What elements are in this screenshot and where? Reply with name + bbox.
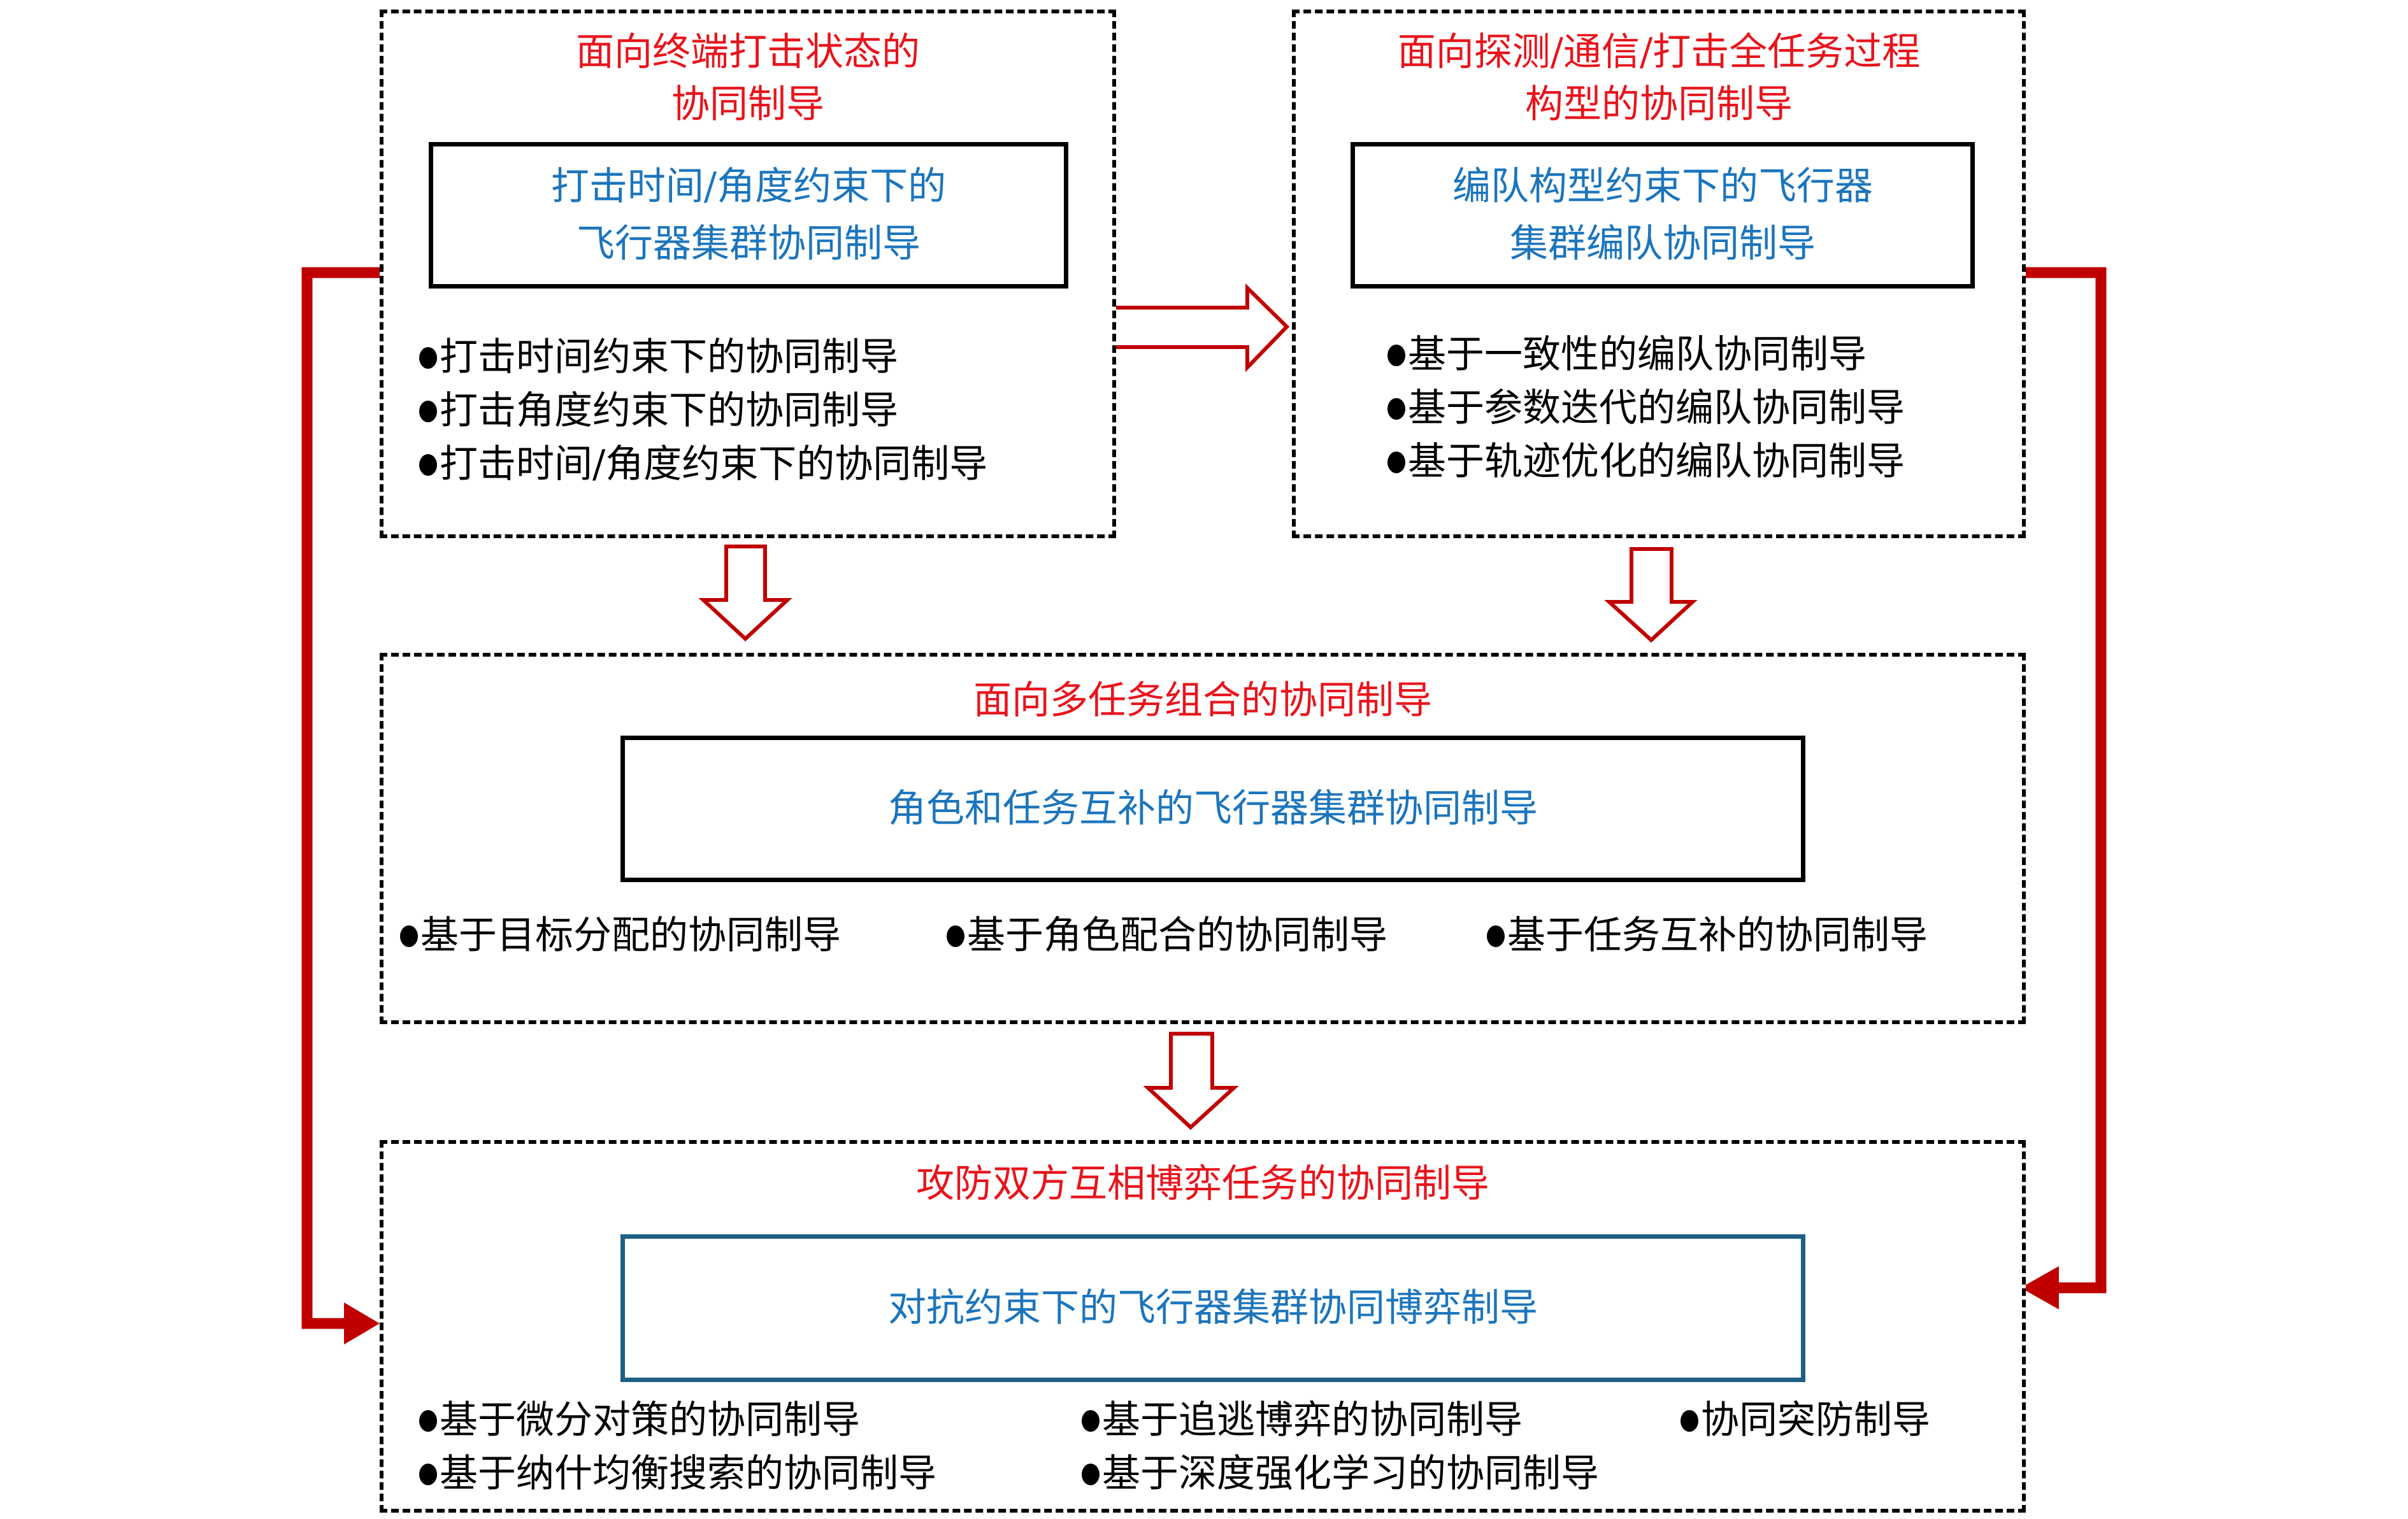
core-method-box: 编队构型约束下的飞行器 集群编队协同制导 bbox=[1351, 142, 1975, 289]
left-elbow-arrowhead bbox=[344, 1302, 380, 1344]
left-elbow-connector bbox=[301, 267, 381, 1329]
list-item: 协同突防制导 bbox=[1681, 1394, 1930, 1447]
bullet-icon bbox=[1387, 345, 1405, 366]
multi-task-section: 面向多任务组合的协同制导 角色和任务互补的飞行器集群协同制导 基于目标分配的协同… bbox=[380, 653, 2026, 1024]
bullet-icon bbox=[1082, 1410, 1100, 1432]
right-elbow-connector bbox=[2025, 267, 2107, 1294]
bullet-icon bbox=[400, 925, 418, 947]
list-item: 基于追逃博弈的协同制导 bbox=[1082, 1394, 1523, 1447]
section-title: 面向探测/通信/打击全任务过程 构型的协同制导 bbox=[1296, 26, 2022, 131]
list-item: 基于任务互补的协同制导 bbox=[1487, 909, 1928, 962]
title-line: 协同制导 bbox=[671, 82, 824, 127]
core-method-box: 角色和任务互补的飞行器集群协同制导 bbox=[620, 736, 1805, 882]
right-elbow-arrowhead bbox=[2021, 1266, 2059, 1309]
core-method-line: 打击时间/角度约束下的 bbox=[550, 164, 947, 209]
bullet-icon bbox=[419, 454, 437, 476]
title-line: 面向探测/通信/打击全任务过程 bbox=[1397, 30, 1921, 75]
bullet-icon bbox=[1387, 452, 1405, 473]
list-item: 基于纳什均衡搜索的协同制导 bbox=[419, 1447, 936, 1501]
bullet-icon bbox=[419, 1464, 437, 1485]
list-item: 基于深度强化学习的协同制导 bbox=[1082, 1447, 1599, 1501]
core-method-line: 集群编队协同制导 bbox=[1510, 222, 1816, 266]
bullet-icon bbox=[1387, 398, 1405, 420]
bullet-icon bbox=[947, 925, 964, 947]
list-item: 基于微分对策的协同制导 bbox=[419, 1394, 860, 1447]
bullet-icon bbox=[1681, 1410, 1698, 1432]
hollow-down-arrow-right bbox=[1604, 547, 1698, 643]
bullet-icon bbox=[419, 347, 437, 369]
list-item: 基于目标分配的协同制导 bbox=[400, 909, 841, 962]
list-item: 打击时间/角度约束下的协同制导 bbox=[419, 438, 987, 491]
core-method-line: 角色和任务互补的飞行器集群协同制导 bbox=[888, 787, 1538, 831]
core-method-box: 打击时间/角度约束下的 飞行器集群协同制导 bbox=[429, 142, 1068, 289]
bullet-icon bbox=[419, 401, 437, 422]
section-title: 攻防双方互相博弈任务的协同制导 bbox=[383, 1158, 2022, 1210]
core-method-line: 编队构型约束下的飞行器 bbox=[1452, 164, 1873, 209]
attack-defense-section: 攻防双方互相博弈任务的协同制导 对抗约束下的飞行器集群协同博弈制导 基于微分对策… bbox=[380, 1140, 2026, 1513]
title-line: 面向终端打击状态的 bbox=[576, 30, 920, 75]
bullet-icon bbox=[1487, 925, 1505, 947]
full-mission-section: 面向探测/通信/打击全任务过程 构型的协同制导 编队构型约束下的飞行器 集群编队… bbox=[1292, 10, 2026, 538]
title-line: 构型的协同制导 bbox=[1525, 82, 1793, 127]
section-title: 面向多任务组合的协同制导 bbox=[383, 674, 2022, 727]
list-item: 基于轨迹优化的编队协同制导 bbox=[1387, 435, 1905, 489]
terminal-strike-section: 面向终端打击状态的 协同制导 打击时间/角度约束下的 飞行器集群协同制导 打击时… bbox=[380, 10, 1116, 538]
method-list: 打击时间约束下的协同制导 打击角度约束下的协同制导 打击时间/角度约束下的协同制… bbox=[419, 331, 987, 491]
section-title: 面向终端打击状态的 协同制导 bbox=[383, 26, 1112, 131]
core-method-box: 对抗约束下的飞行器集群协同博弈制导 bbox=[620, 1234, 1805, 1382]
list-item: 基于角色配合的协同制导 bbox=[947, 909, 1387, 962]
title-line: 攻防双方互相博弈任务的协同制导 bbox=[916, 1162, 1489, 1206]
method-list: 基于一致性的编队协同制导 基于参数迭代的编队协同制导 基于轨迹优化的编队协同制导 bbox=[1387, 328, 1905, 489]
list-item: 基于参数迭代的编队协同制导 bbox=[1387, 382, 1905, 435]
bullet-icon bbox=[1082, 1464, 1100, 1485]
title-line: 面向多任务组合的协同制导 bbox=[973, 678, 1432, 723]
bullet-icon bbox=[419, 1410, 437, 1432]
list-item: 基于一致性的编队协同制导 bbox=[1387, 328, 1905, 382]
hollow-down-arrow-middle bbox=[1143, 1032, 1239, 1130]
hollow-right-arrow bbox=[1110, 283, 1290, 373]
core-method-line: 对抗约束下的飞行器集群协同博弈制导 bbox=[888, 1286, 1538, 1330]
core-method-line: 飞行器集群协同制导 bbox=[577, 222, 921, 266]
hollow-down-arrow-left bbox=[698, 545, 792, 642]
list-item: 打击时间约束下的协同制导 bbox=[419, 331, 987, 384]
list-item: 打击角度约束下的协同制导 bbox=[419, 384, 987, 438]
